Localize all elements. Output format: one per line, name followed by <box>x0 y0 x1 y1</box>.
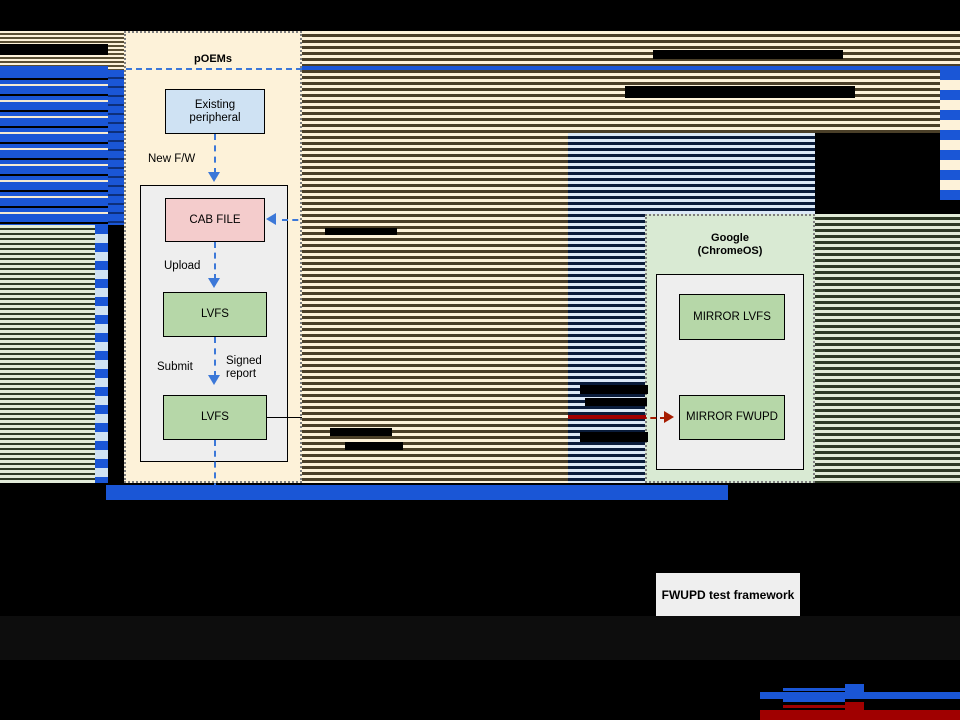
swimlane-plugin-developers-title: Plugin Developers/ Chipset Vendors <box>432 155 532 180</box>
node-new-peripheral-label: New Peripheral <box>441 213 520 226</box>
arrowhead-plugin-to-fwupd <box>478 377 490 387</box>
edge-top-feedback-line <box>126 68 302 70</box>
swimlane-google-title: Google (ChromeOS) <box>697 232 763 257</box>
arrowhead-existing-to-cab <box>208 172 220 182</box>
edge-lvfs-to-fwupd <box>267 417 419 418</box>
node-lvfs-upload-label: LVFS <box>201 308 229 320</box>
edge-label-upload: Upload <box>164 260 201 272</box>
edge-existing-to-cab <box>214 134 216 174</box>
node-cab-file[interactable]: CAB FILE <box>165 198 265 242</box>
edge-label-submit: Submit <box>157 361 193 373</box>
edge-lvfs-to-lvfs <box>214 337 216 377</box>
edge-label-new-fw: New F/W <box>148 153 196 165</box>
arrowhead-lvfs-to-fwupd <box>418 411 428 423</box>
arrowhead-lvfs-to-lvfs <box>208 375 220 385</box>
edge-label-signed-report: Signed report <box>226 355 262 380</box>
node-lvfs-upload[interactable]: LVFS <box>163 292 267 337</box>
arrowhead-cab-to-lvfs <box>208 278 220 288</box>
node-mirror-lvfs[interactable]: MIRROR LVFS <box>679 294 785 340</box>
fwupd-test-framework-label: FWUPD test framework <box>661 587 795 602</box>
node-mirror-fwupd-label: MIRROR FWUPD <box>686 411 778 423</box>
edge-cab-to-lvfs <box>214 242 216 280</box>
node-cab-file-label: CAB FILE <box>189 213 241 226</box>
edge-label-fwupd-code-change: fwupd code change <box>424 242 476 263</box>
node-mirror-lvfs-label: MIRROR LVFS <box>693 310 771 323</box>
node-existing-peripheral[interactable]: Existing peripheral <box>165 89 265 134</box>
edge-newperipheral-to-cabfile <box>282 219 432 221</box>
swimlane-poems-title: pOEMs <box>194 53 232 65</box>
edge-plugin-to-fwupd <box>484 340 486 382</box>
edge-fwupd-to-mirror-fwupd <box>534 417 666 419</box>
node-plugin[interactable]: PLUGIN <box>427 294 533 340</box>
fwupd-test-framework-box[interactable]: FWUPD test framework <box>656 573 800 616</box>
node-mirror-fwupd[interactable]: MIRROR FWUPD <box>679 395 785 440</box>
node-existing-peripheral-label: Existing peripheral <box>189 98 241 124</box>
arrowhead-newperipheral-to-cabfile <box>266 213 276 225</box>
edge-lvfs-tail <box>214 440 216 500</box>
node-plugin-label: PLUGIN <box>458 310 502 323</box>
node-fwupd-label: FWUPD <box>458 411 502 423</box>
node-fwupd[interactable]: FWUPD <box>428 395 532 440</box>
node-lvfs-submit-label: LVFS <box>201 411 229 423</box>
node-new-peripheral[interactable]: New Peripheral <box>430 205 531 235</box>
node-lvfs-submit[interactable]: LVFS <box>163 395 267 440</box>
edge-label-submit-changes: Submit Changes <box>424 354 471 379</box>
arrowhead-fwupd-to-mirror-fwupd <box>664 411 674 423</box>
